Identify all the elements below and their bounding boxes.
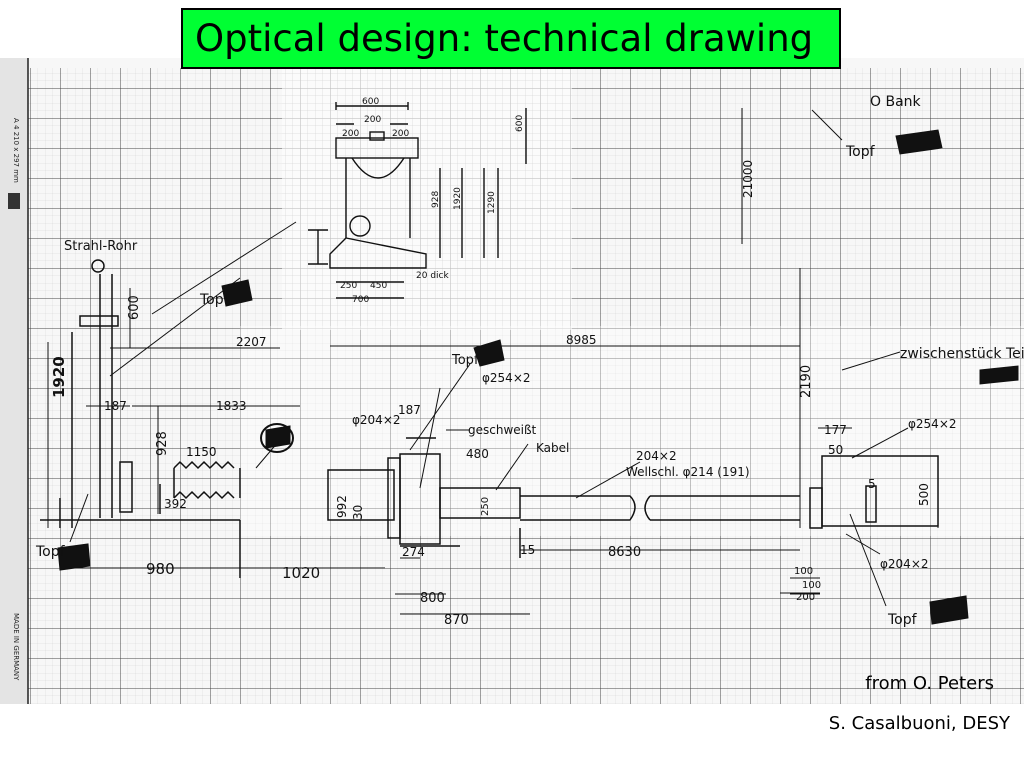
svg-text:1020: 1020 xyxy=(282,564,320,582)
made-in-label: MADE IN GERMANY xyxy=(12,613,20,681)
svg-text:15: 15 xyxy=(520,543,535,557)
svg-text:Strahl-Rohr: Strahl-Rohr xyxy=(64,239,138,254)
source-credit: from O. Peters xyxy=(865,673,994,694)
margin-logo xyxy=(8,193,20,209)
svg-text:Topf: Topf xyxy=(35,544,66,560)
svg-text:Topf: Topf xyxy=(887,612,918,628)
svg-text:392: 392 xyxy=(164,497,187,511)
svg-text:177: 177 xyxy=(824,423,847,437)
svg-text:274: 274 xyxy=(402,545,425,559)
svg-text:8630: 8630 xyxy=(608,545,641,560)
leader-lines xyxy=(69,109,909,607)
top-inset-sketch xyxy=(308,102,527,299)
svg-text:Kabel: Kabel xyxy=(536,441,569,455)
top-inset-dimensions: 600 200 200 200 600 1920 928 1290 250 45… xyxy=(340,97,525,305)
svg-text:928: 928 xyxy=(431,191,441,208)
svg-text:geschweißt: geschweißt xyxy=(468,423,537,437)
margin-label: A 4 210 x 297 mm xyxy=(12,118,20,183)
svg-text:250: 250 xyxy=(480,497,491,516)
handwritten-labels: O Bank Topf Strahl-Rohr Topf Topf Topf T… xyxy=(35,94,1024,628)
svg-text:Topf: Topf xyxy=(199,292,230,308)
svg-text:500: 500 xyxy=(917,483,931,506)
svg-text:187: 187 xyxy=(104,399,127,413)
svg-text:450: 450 xyxy=(370,281,387,291)
svg-text:187: 187 xyxy=(398,403,421,417)
svg-text:1920: 1920 xyxy=(50,356,68,398)
slide-title: Optical design: technical drawing xyxy=(195,17,814,60)
svg-text:O Bank: O Bank xyxy=(870,94,922,110)
paper-margin xyxy=(0,58,28,704)
svg-text:100: 100 xyxy=(794,566,813,577)
svg-text:1920: 1920 xyxy=(453,187,463,210)
svg-text:200: 200 xyxy=(392,129,409,139)
beamline-sketch xyxy=(40,259,939,578)
svg-text:250: 250 xyxy=(340,281,357,291)
svg-text:100: 100 xyxy=(802,580,821,591)
svg-text:20 dick: 20 dick xyxy=(416,271,449,281)
svg-text:800: 800 xyxy=(420,591,445,606)
svg-text:870: 870 xyxy=(444,613,469,628)
svg-text:600: 600 xyxy=(362,97,379,107)
technical-drawing: A 4 210 x 297 mm MADE IN GERMANY 600 200… xyxy=(0,58,1024,704)
svg-text:Topf: Topf xyxy=(451,353,479,368)
svg-text:700: 700 xyxy=(352,295,369,305)
svg-text:2190: 2190 xyxy=(799,365,814,398)
svg-text:50: 50 xyxy=(828,443,843,457)
dimension-lines xyxy=(47,108,939,615)
svg-text:992: 992 xyxy=(335,495,349,518)
svg-text:Topf: Topf xyxy=(845,144,876,160)
svg-text:600: 600 xyxy=(515,115,525,132)
svg-text:8985: 8985 xyxy=(566,333,597,347)
main-sheet xyxy=(240,326,1024,536)
svg-text:φ254×2: φ254×2 xyxy=(482,371,531,385)
author-credit: S. Casalbuoni, DESY xyxy=(828,713,1010,734)
top-inset-grid xyxy=(282,68,572,330)
svg-text:200: 200 xyxy=(796,592,815,603)
svg-text:200: 200 xyxy=(364,115,381,125)
svg-text:21000: 21000 xyxy=(741,160,755,198)
svg-text:2207: 2207 xyxy=(236,335,267,349)
svg-text:φ204×2: φ204×2 xyxy=(352,413,401,427)
svg-text:φ254×2: φ254×2 xyxy=(908,417,957,431)
svg-text:1290: 1290 xyxy=(487,191,497,214)
svg-text:480: 480 xyxy=(466,447,489,461)
pump-marks xyxy=(57,129,1019,625)
svg-text:zwischenstück Tei: zwischenstück Tei xyxy=(900,346,1024,362)
svg-text:Wellschl. φ214 (191): Wellschl. φ214 (191) xyxy=(626,465,750,479)
svg-text:1833: 1833 xyxy=(216,399,247,413)
svg-text:928: 928 xyxy=(155,431,170,456)
svg-text:30: 30 xyxy=(351,505,365,520)
svg-text:1150: 1150 xyxy=(186,445,217,459)
svg-text:204×2: 204×2 xyxy=(636,449,677,463)
title-box: Optical design: technical drawing xyxy=(181,8,841,69)
svg-text:φ204×2: φ204×2 xyxy=(880,557,929,571)
svg-text:5: 5 xyxy=(868,477,876,491)
svg-text:200: 200 xyxy=(342,129,359,139)
svg-text:980: 980 xyxy=(146,560,175,578)
svg-text:600: 600 xyxy=(127,295,142,320)
